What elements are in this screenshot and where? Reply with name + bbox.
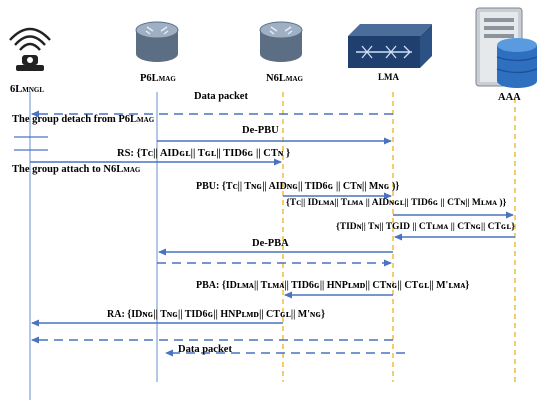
label-rs: RS: {Tᴄ|| AIDɢʟ|| Tɢʟ|| TID6ɢ || CTɴ } — [117, 148, 291, 159]
entity-label-lma: LMA — [378, 72, 399, 82]
router-icon — [135, 21, 179, 62]
label-data-packet-2: Data packet — [178, 344, 232, 355]
router-icon — [259, 21, 303, 62]
entity-label-aaa: AAA — [498, 92, 521, 103]
label-de-pba: De-PBA — [252, 238, 289, 249]
wifi-sensor-icon — [9, 27, 51, 71]
entity-label-p6lmag: P6LMAG — [140, 73, 176, 84]
label-pbu: PBU: {Tᴄ|| Tɴɢ|| AIDɴɢ|| TID6ɢ || CTɴ|| … — [196, 181, 400, 192]
label-pba: PBA: {IDʟᴍᴀ|| Tʟᴍᴀ|| TID6ɢ|| HNPʟᴍᴅ|| CT… — [196, 280, 470, 291]
server-database-icon — [475, 7, 538, 88]
label-lma-to-aaa: {Tᴄ|| IDʟᴍᴀ|| Tʟᴍᴀ || AIDɴɢʟ|| TID6ɢ || … — [286, 198, 507, 208]
label-data-packet-1: Data packet — [194, 91, 248, 102]
label-aaa-to-lma: {TIDɴ|| Tɴ|| TGID || CTʟᴍᴀ || CTɴɢ|| CTɢ… — [336, 222, 515, 232]
label-group-attach: The group attach to N6LMAG — [12, 164, 141, 175]
label-ra: RA: {IDɴɢ|| Tɴɢ|| TID6ɢ|| HNPʟᴍᴅ|| CTɢʟ|… — [107, 309, 326, 320]
entity-label-n6lmag: N6LMAG — [266, 73, 303, 84]
switch-icon — [348, 24, 432, 68]
label-de-pbu: De-PBU — [242, 125, 279, 136]
label-group-detach: The group detach from P6LMAG — [12, 114, 155, 125]
entity-label-6lmngl: 6LMNGL — [10, 84, 45, 95]
